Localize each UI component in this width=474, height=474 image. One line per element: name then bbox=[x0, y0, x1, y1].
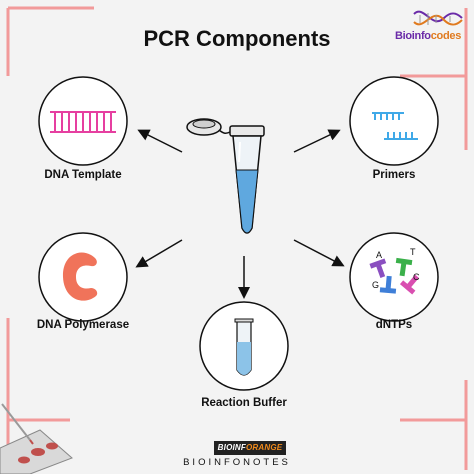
dntp-letter-a: A bbox=[376, 250, 382, 260]
dntp-letter-t: T bbox=[410, 247, 416, 257]
arrow-to-primers bbox=[293, 129, 341, 153]
footer-brand-accent: ORANGE bbox=[245, 443, 283, 452]
lab-slide-icon bbox=[0, 403, 73, 474]
dna-template-icon bbox=[50, 111, 116, 133]
polymerase-icon bbox=[62, 252, 98, 301]
footer-brand-main: BIOINF bbox=[217, 443, 246, 452]
arrow-to-dntps bbox=[293, 239, 345, 267]
primers-node bbox=[349, 76, 439, 166]
logo-text-accent: codes bbox=[430, 30, 462, 42]
bioinfocodes-logo-text: Bioinfocodes bbox=[386, 30, 470, 42]
arrow-to-dna-template bbox=[137, 129, 183, 153]
bioinfocodes-logo: Bioinfocodes bbox=[386, 4, 470, 46]
bioinforange-logo: BIOINFORANGE bbox=[214, 441, 286, 455]
dna-polymerase-node bbox=[38, 232, 128, 322]
decorative-frame bbox=[6, 6, 468, 470]
page-title: PCR Components bbox=[143, 26, 331, 51]
logo-text-main: Bioinfo bbox=[394, 30, 431, 42]
arrows bbox=[135, 129, 345, 299]
reaction-buffer-node bbox=[199, 301, 289, 391]
primers-icon bbox=[372, 112, 418, 140]
label-dna-template: DNA Template bbox=[44, 169, 122, 181]
dntps-node: A T G C bbox=[349, 232, 439, 322]
label-dna-polymerase: DNA Polymerase bbox=[36, 319, 130, 331]
logo-helix-icon bbox=[413, 10, 463, 26]
dntp-shapes-icon bbox=[369, 257, 419, 295]
buffer-test-tube-icon bbox=[234, 318, 254, 376]
dntp-letter-c: C bbox=[413, 272, 420, 282]
arrow-to-dna-polymerase bbox=[135, 239, 183, 268]
bioinfonotes-text: BIOINFONOTES bbox=[183, 457, 291, 468]
label-reaction-buffer: Reaction Buffer bbox=[201, 397, 287, 409]
label-primers: Primers bbox=[372, 169, 416, 181]
dntp-letter-g: G bbox=[372, 280, 379, 290]
pcr-tube-icon bbox=[186, 118, 265, 234]
dna-template-node bbox=[38, 76, 128, 166]
label-dntps: dNTPs bbox=[375, 319, 413, 331]
